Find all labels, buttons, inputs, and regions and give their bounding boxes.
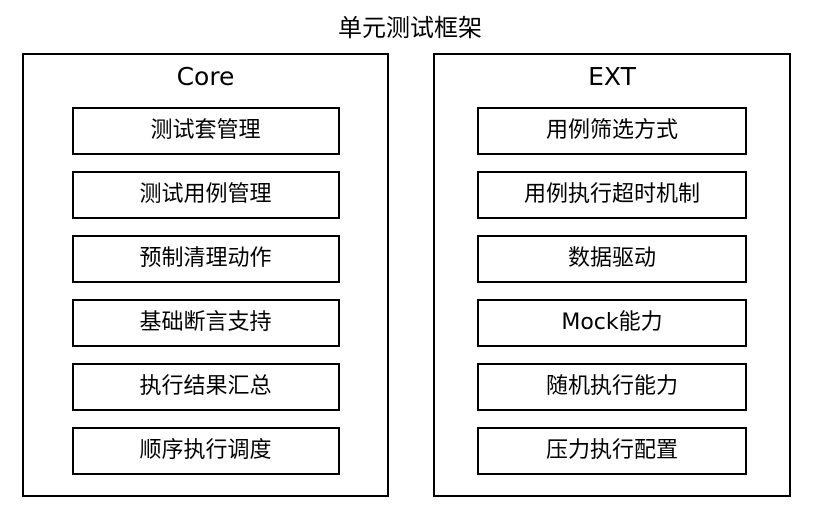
panel-ext-items: 用例筛选方式 用例执行超时机制 数据驱动 Mock能力 随机执行能力 压力执行配…: [435, 107, 789, 475]
item-box-result-summary: 执行结果汇总: [71, 363, 340, 411]
panel-core-header: Core: [176, 62, 235, 91]
item-box-test-case-management: 测试用例管理: [71, 171, 340, 219]
item-box-test-suite-management: 测试套管理: [71, 107, 340, 155]
panel-core: Core 测试套管理 测试用例管理 预制清理动作 基础断言支持 执行结果汇总 顺…: [22, 53, 389, 497]
panel-ext: EXT 用例筛选方式 用例执行超时机制 数据驱动 Mock能力 随机执行能力 压…: [433, 53, 791, 497]
item-box-data-driven: 数据驱动: [477, 235, 747, 283]
item-box-case-filtering: 用例筛选方式: [477, 107, 747, 155]
item-box-mock-capability: Mock能力: [477, 299, 747, 347]
panel-core-items: 测试套管理 测试用例管理 预制清理动作 基础断言支持 执行结果汇总 顺序执行调度: [24, 107, 387, 475]
diagram-title: 单元测试框架: [338, 14, 482, 42]
item-box-setup-teardown-actions: 预制清理动作: [71, 235, 340, 283]
item-box-random-execution: 随机执行能力: [477, 363, 747, 411]
item-box-case-timeout-mechanism: 用例执行超时机制: [477, 171, 747, 219]
item-box-stress-execution-config: 压力执行配置: [477, 427, 747, 475]
item-box-basic-assertion-support: 基础断言支持: [71, 299, 340, 347]
panel-ext-header: EXT: [588, 62, 636, 91]
item-box-sequential-scheduling: 顺序执行调度: [71, 427, 340, 475]
